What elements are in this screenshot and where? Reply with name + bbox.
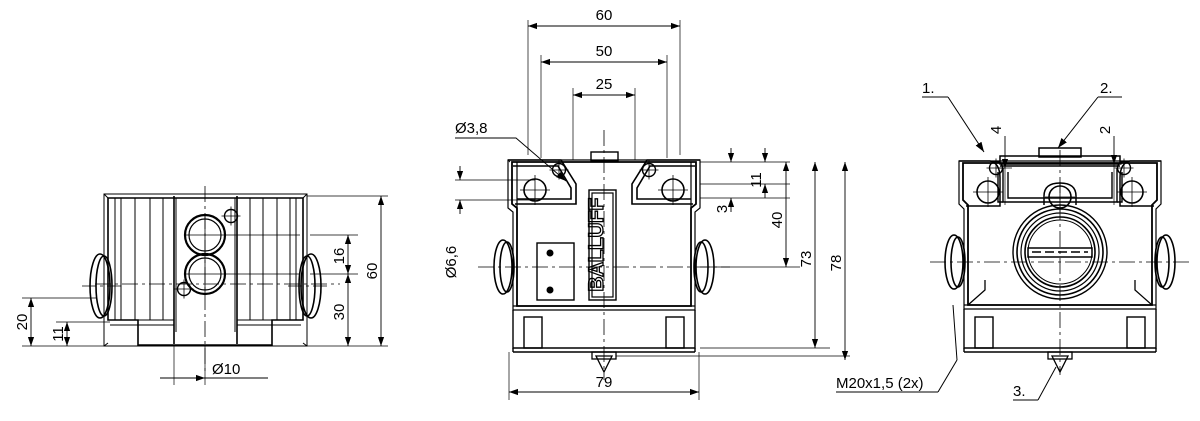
left-view-ribs <box>114 198 297 332</box>
thread-note: M20x1,5 (2x) <box>836 304 958 393</box>
middle-view-flange-left <box>508 159 577 205</box>
right-view-boss-hole <box>1045 182 1075 212</box>
callout-label: 3. <box>1013 383 1026 400</box>
brand-logo: BALLUFF <box>584 189 617 301</box>
right-view-connector-slot <box>1027 247 1093 258</box>
dimension-value: 78 <box>828 255 845 272</box>
thread-note-label: M20x1,5 (2x) <box>836 375 924 392</box>
middle-view-small-hole-right <box>638 159 660 181</box>
right-view-bottom-arrow <box>1050 355 1070 374</box>
callout-label: 1. <box>922 80 935 97</box>
dimension-right-4: 4 <box>988 126 1012 205</box>
dimension-middle-78: 78 <box>616 162 850 360</box>
callout-label: 2. <box>1100 80 1113 97</box>
middle-view-small-hole-left <box>548 159 570 181</box>
dimension-value: 40 <box>769 212 786 229</box>
dimension-middle-3: 3 <box>700 148 790 213</box>
left-view-base-step <box>108 319 303 326</box>
dimension-value: Ø10 <box>212 361 240 378</box>
dimension-value: 60 <box>596 7 613 24</box>
dimension-value: 73 <box>798 251 815 268</box>
middle-view-mount-hole-left <box>519 174 551 206</box>
right-view-bottom-tab <box>1047 351 1073 360</box>
middle-view-gland-left <box>493 239 515 295</box>
middle-view-bottom-tab <box>591 351 617 360</box>
dimension-right-2: 2 <box>1097 126 1122 205</box>
dimension-value: 16 <box>331 248 348 265</box>
dimension-value: 30 <box>331 304 348 321</box>
dimension-left-30: 30 <box>310 273 358 346</box>
dimension-middle-d38: Ø3,8 <box>455 120 567 182</box>
dimension-left-11: 11 <box>50 321 110 346</box>
dimension-middle-50: 50 <box>540 43 668 158</box>
dimension-middle-73: 73 <box>700 162 830 349</box>
dimension-left-60: 60 <box>307 195 388 347</box>
left-view-body-detail <box>103 193 308 347</box>
dimension-middle-25: 25 <box>572 76 636 160</box>
callout-1: 1. <box>922 80 985 153</box>
middle-view-flange-right <box>631 159 700 205</box>
left-view: 60 30 16 20 11 <box>14 186 388 385</box>
dimension-value: 2 <box>1097 126 1114 134</box>
dimension-value: 3 <box>714 205 731 213</box>
dimension-value: Ø6,6 <box>443 246 460 279</box>
left-view-center-block <box>173 196 238 344</box>
left-view-bore-lower <box>183 252 300 296</box>
callout-2: 2. <box>1057 80 1122 149</box>
right-view-top-cover <box>999 147 1121 167</box>
left-view-bore-upper <box>183 213 300 257</box>
middle-view-top-tab <box>590 151 619 162</box>
dimension-value: 11 <box>50 326 67 342</box>
right-view-flange-left <box>959 160 1001 207</box>
dimension-value: 50 <box>596 43 613 60</box>
dimension-value: 11 <box>748 172 765 188</box>
middle-view-mount-hole-right <box>657 174 689 206</box>
dimension-value: Ø3,8 <box>455 120 488 137</box>
dimension-value: 25 <box>596 76 613 93</box>
right-view-gland-right <box>1154 234 1176 290</box>
middle-view: BALLUFF 60 50 <box>443 7 850 400</box>
brand-logo-text: BALLUFF <box>585 198 608 292</box>
dimension-middle-40: 40 <box>700 162 800 268</box>
left-view-body-outline <box>107 197 304 346</box>
dimension-middle-60: 60 <box>527 7 681 155</box>
dimension-middle-79: 79 <box>508 352 700 400</box>
dimension-value: 79 <box>596 374 613 391</box>
dimension-left-16: 16 <box>310 234 358 274</box>
right-view-gland-left <box>944 234 966 290</box>
right-view: 4 2 1. 2. 3. <box>836 80 1190 401</box>
dimension-left-20: 20 <box>14 297 132 347</box>
right-view-flange-right <box>1119 160 1161 207</box>
dimension-value: 4 <box>988 126 1005 134</box>
dimension-left-d10: Ø10 <box>160 346 268 385</box>
callout-3: 3. <box>1013 366 1057 401</box>
middle-view-bottom-arrow <box>594 355 614 374</box>
dimension-value: 20 <box>14 314 31 331</box>
middle-view-centerlines <box>478 130 730 380</box>
left-view-screw-lower <box>173 278 195 300</box>
dimension-middle-d66: Ø6,6 <box>443 166 535 278</box>
middle-view-label-plate <box>536 242 575 301</box>
dimension-middle-11: 11 <box>700 148 790 198</box>
dimension-value: 60 <box>364 263 381 280</box>
